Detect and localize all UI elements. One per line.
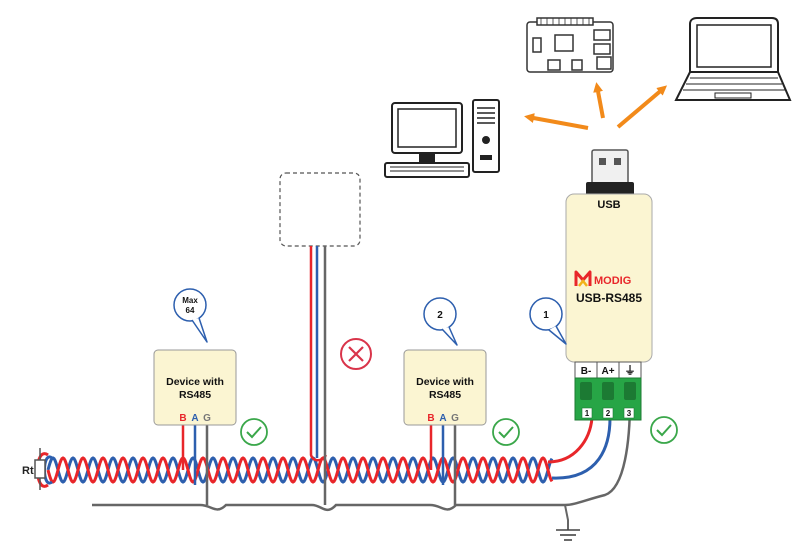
arrow-to-laptop [616,85,668,129]
pin-label-g: G [203,413,211,424]
ground-wire [92,399,632,512]
arrow-to-raspberry-pi [593,82,605,119]
usb-rs485-adapter: USB MODIG USB-RS485 B- A+ ⏚ 1 2 3 [529,149,678,444]
check-icon [492,418,520,446]
pin-label-a: A [191,413,198,424]
bus-cable [36,399,632,512]
model-label: USB-RS485 [576,291,642,305]
device-number-badge: 2 [423,297,458,346]
host-arrows [524,82,668,130]
usb-label: USB [597,199,620,211]
check-icon [240,418,268,446]
raspberry-pi-icon [526,17,614,73]
device-label-line2: RS485 [179,389,211,401]
terminator-resistor: Rt [22,448,46,490]
terminal-gnd-label: ⏚ [625,364,636,377]
pin-label-a: A [439,413,446,424]
device-box [153,349,237,426]
pin-number-2: 2 [606,409,611,418]
dashed-device-box [279,172,361,247]
ground-icon [556,504,580,541]
terminator-label: Rt [22,465,34,477]
brand-label: MODIG [594,275,631,287]
badge-1: 1 [543,310,549,321]
wire-b [46,456,554,484]
usb-plug [591,149,629,187]
wire-b-to-adapter [547,417,594,464]
badge-64: 64 [186,306,195,315]
modig-logo-icon: MODIG [574,270,631,287]
pin-number-3: 3 [627,409,632,418]
terminal-b-label: B- [581,366,592,377]
adapter-number-badge: 1 [529,297,567,345]
laptop-icon [674,17,792,101]
device-label-line1: Device with [416,376,474,388]
arrow-to-desktop [524,113,589,130]
device-box [403,349,487,426]
device-label-line1: Device with [166,376,224,388]
cross-icon [340,338,372,370]
badge-max: Max [182,296,198,305]
resistor-icon [34,459,46,479]
invalid-branch [279,172,372,505]
device-max-64: Device with RS485 B A G Max 64 [153,288,268,505]
desktop-computer-icon [384,99,500,178]
badge-2: 2 [437,310,443,321]
pin-label-b: B [179,413,186,424]
device-2: Device with RS485 B A G 2 [403,297,520,505]
pin-label-b: B [427,413,434,424]
wire-a-to-adapter [551,417,612,480]
check-icon [650,416,678,444]
terminal-a-label: A+ [601,366,614,377]
device-label-line2: RS485 [429,389,461,401]
pin-label-g: G [451,413,459,424]
device-count-badge: Max 64 [173,288,208,343]
pin-number-1: 1 [585,409,590,418]
